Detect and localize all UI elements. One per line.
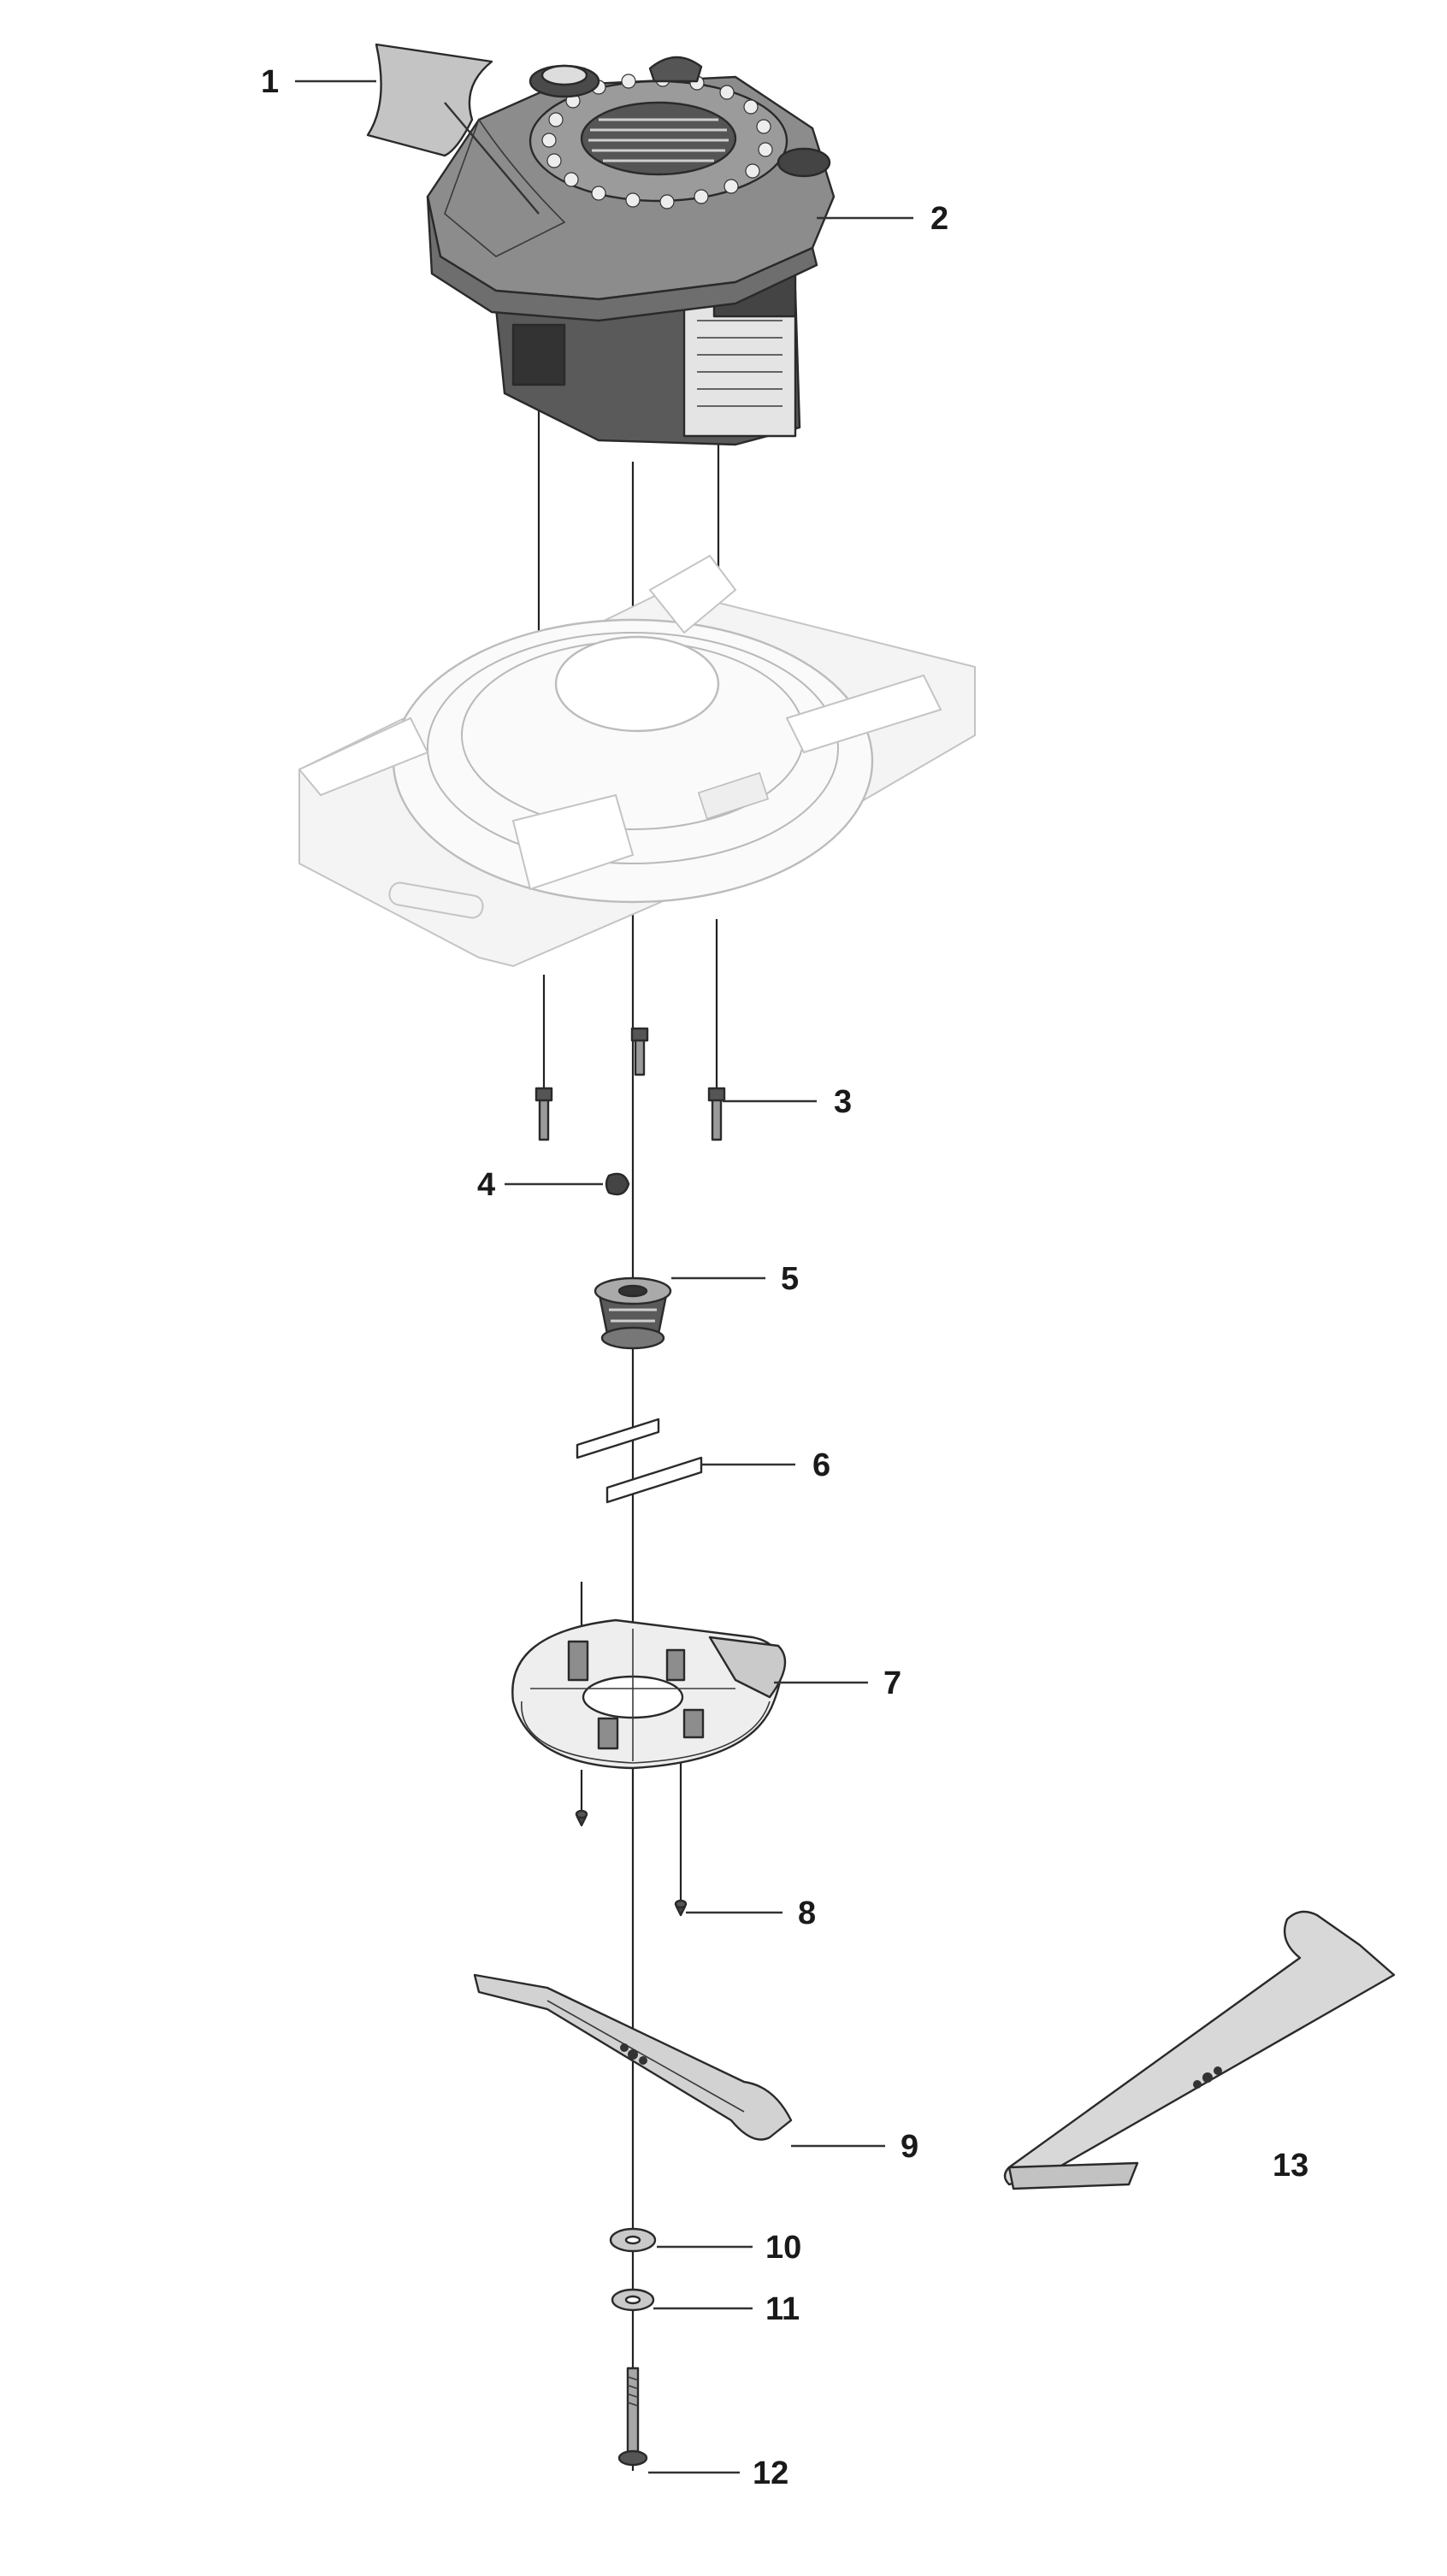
- callout-6: 6: [812, 1447, 830, 1483]
- callout-1: 1: [261, 64, 279, 100]
- leader-lines: [295, 80, 913, 2474]
- callout-13: 13: [1273, 2148, 1308, 2184]
- callout-8: 8: [798, 1895, 816, 1931]
- decal-sticker: [366, 43, 493, 157]
- blade-adapter: [594, 1276, 672, 1350]
- blade-holder-disc: [511, 1618, 787, 1770]
- callout-5: 5: [781, 1261, 799, 1297]
- cutting-blade: [473, 1973, 793, 2141]
- disc-screws: [575, 1809, 688, 1917]
- callout-labels: 1 2 3 4 5 6 7 8 9 10 11 12 13: [261, 64, 1308, 2491]
- callout-2: 2: [930, 201, 948, 237]
- callout-7: 7: [883, 1665, 901, 1701]
- alternate-cutting-blade: [1003, 1910, 1396, 2190]
- mower-deck: [298, 554, 976, 968]
- engine-assembly: [426, 56, 836, 446]
- washer-small: [611, 2288, 655, 2312]
- callout-12: 12: [753, 2455, 788, 2491]
- callout-9: 9: [901, 2129, 918, 2165]
- blade-bolt: [617, 2367, 648, 2467]
- callout-11: 11: [765, 2291, 800, 2327]
- washer-large: [609, 2227, 657, 2253]
- callout-3: 3: [834, 1084, 852, 1120]
- callout-10: 10: [765, 2230, 801, 2266]
- woodruff-key: [605, 1172, 630, 1196]
- spacer-plates: [576, 1418, 703, 1504]
- callout-4: 4: [477, 1167, 495, 1203]
- deck-bolt-set: [535, 1027, 726, 1141]
